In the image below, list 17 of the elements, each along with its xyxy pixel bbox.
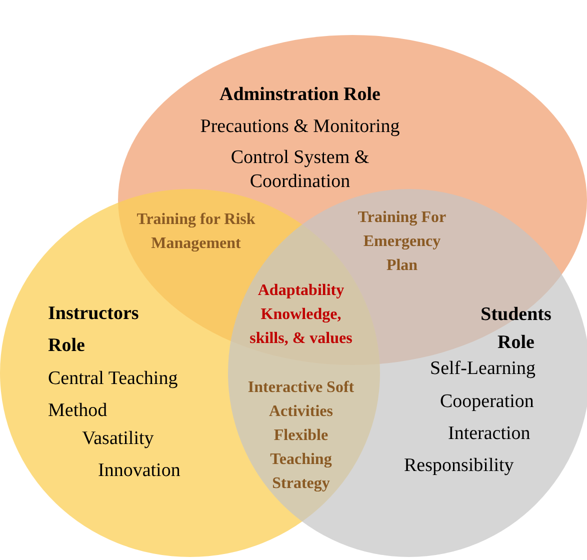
role-item: Responsibility — [404, 454, 515, 478]
role-heading: Adminstration Role — [218, 83, 382, 107]
role-item: Cooperation — [440, 390, 535, 414]
role-item: Interaction — [448, 422, 532, 446]
overlap-label: Training for Risk Management — [136, 210, 256, 254]
role-item: Self-Learning — [430, 357, 537, 381]
overlap-label: Training For Emergency Plan — [356, 208, 448, 276]
role-item: Control System & Coordination — [230, 146, 370, 194]
role-item: Innovation — [98, 459, 182, 483]
role-item: Vasatility — [82, 427, 155, 451]
overlap-label: Interactive Soft Activities — [246, 378, 356, 422]
role-heading: Students Role — [480, 303, 552, 355]
overlap-label: Flexible Teaching Strategy — [269, 426, 333, 494]
overlap-label: Adaptability Knowledge, skills, & values — [248, 281, 354, 349]
role-item: Precautions & Monitoring — [199, 115, 401, 139]
role-item: Central Teaching Method — [48, 367, 179, 423]
role-heading: Instructors Role — [48, 302, 140, 358]
